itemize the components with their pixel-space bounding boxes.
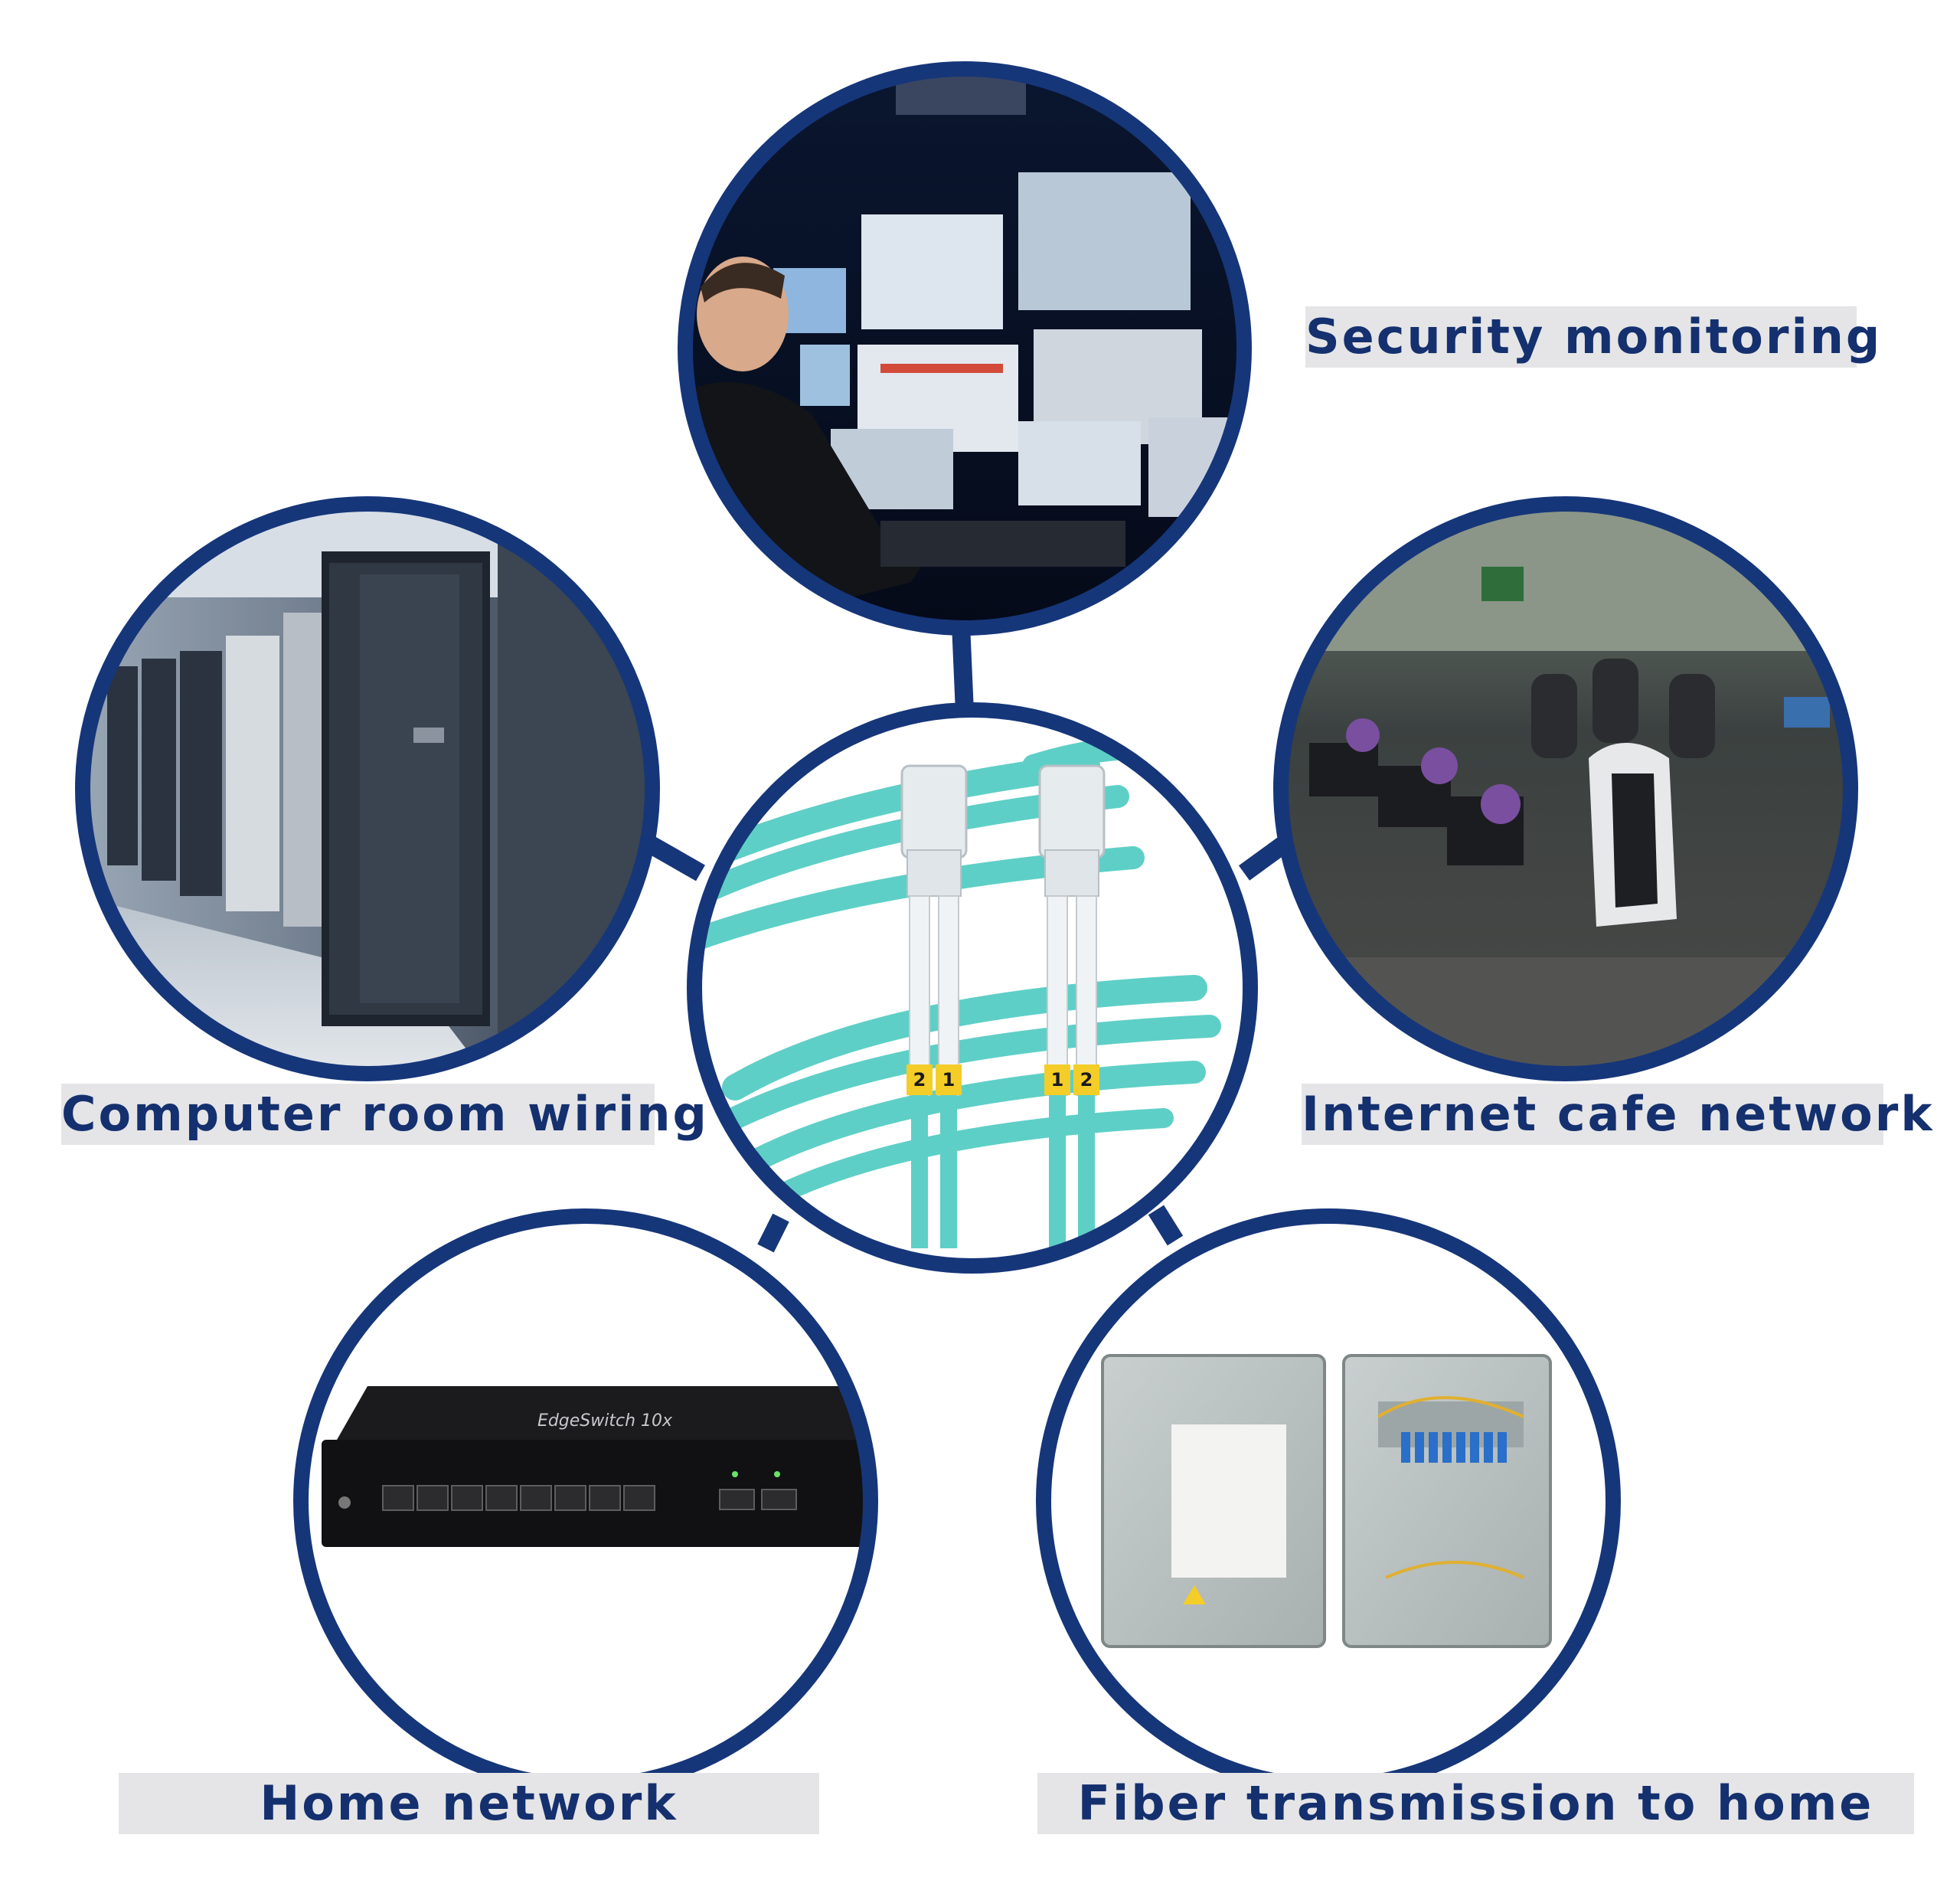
label-computer-room-wiring: Computer room wiring xyxy=(61,1084,707,1145)
fiber-tag-marking: 2 xyxy=(913,1069,926,1091)
gaming-stations xyxy=(1309,659,1830,927)
fiber-tag-marking: 1 xyxy=(1051,1069,1064,1091)
server-racks xyxy=(107,613,352,927)
fiber-patch-cable-illustration: 2 1 1 2 xyxy=(687,702,1258,1274)
scene-security-monitoring xyxy=(678,61,1252,636)
label-home-network: Home network xyxy=(119,1773,819,1834)
scene-computer-room xyxy=(75,496,660,1081)
distribution-box xyxy=(1101,1354,1552,1648)
scene-home-network: EdgeSwitch 10x xyxy=(293,1208,878,1794)
label-internet-cafe-network: Internet cafe network xyxy=(1302,1084,1932,1145)
main-rack xyxy=(322,551,490,1026)
scene-fiber-to-home xyxy=(1036,1208,1621,1794)
lc-connector-left xyxy=(900,764,968,1248)
connector-lines xyxy=(642,623,1292,1253)
label-security-monitoring: Security monitoring xyxy=(1305,306,1880,368)
fiber-tag-marking: 1 xyxy=(942,1069,956,1091)
monitor-wall xyxy=(773,172,1236,517)
label-fiber-transmission-to-home: Fiber transmission to home xyxy=(1037,1773,1914,1834)
scene-internet-cafe xyxy=(1273,496,1858,1081)
fiber-tag-marking: 2 xyxy=(1080,1069,1093,1091)
lc-connector-right xyxy=(1038,764,1106,1248)
switch-model-text: EdgeSwitch 10x xyxy=(537,1411,673,1431)
network-switch xyxy=(322,1386,865,1547)
